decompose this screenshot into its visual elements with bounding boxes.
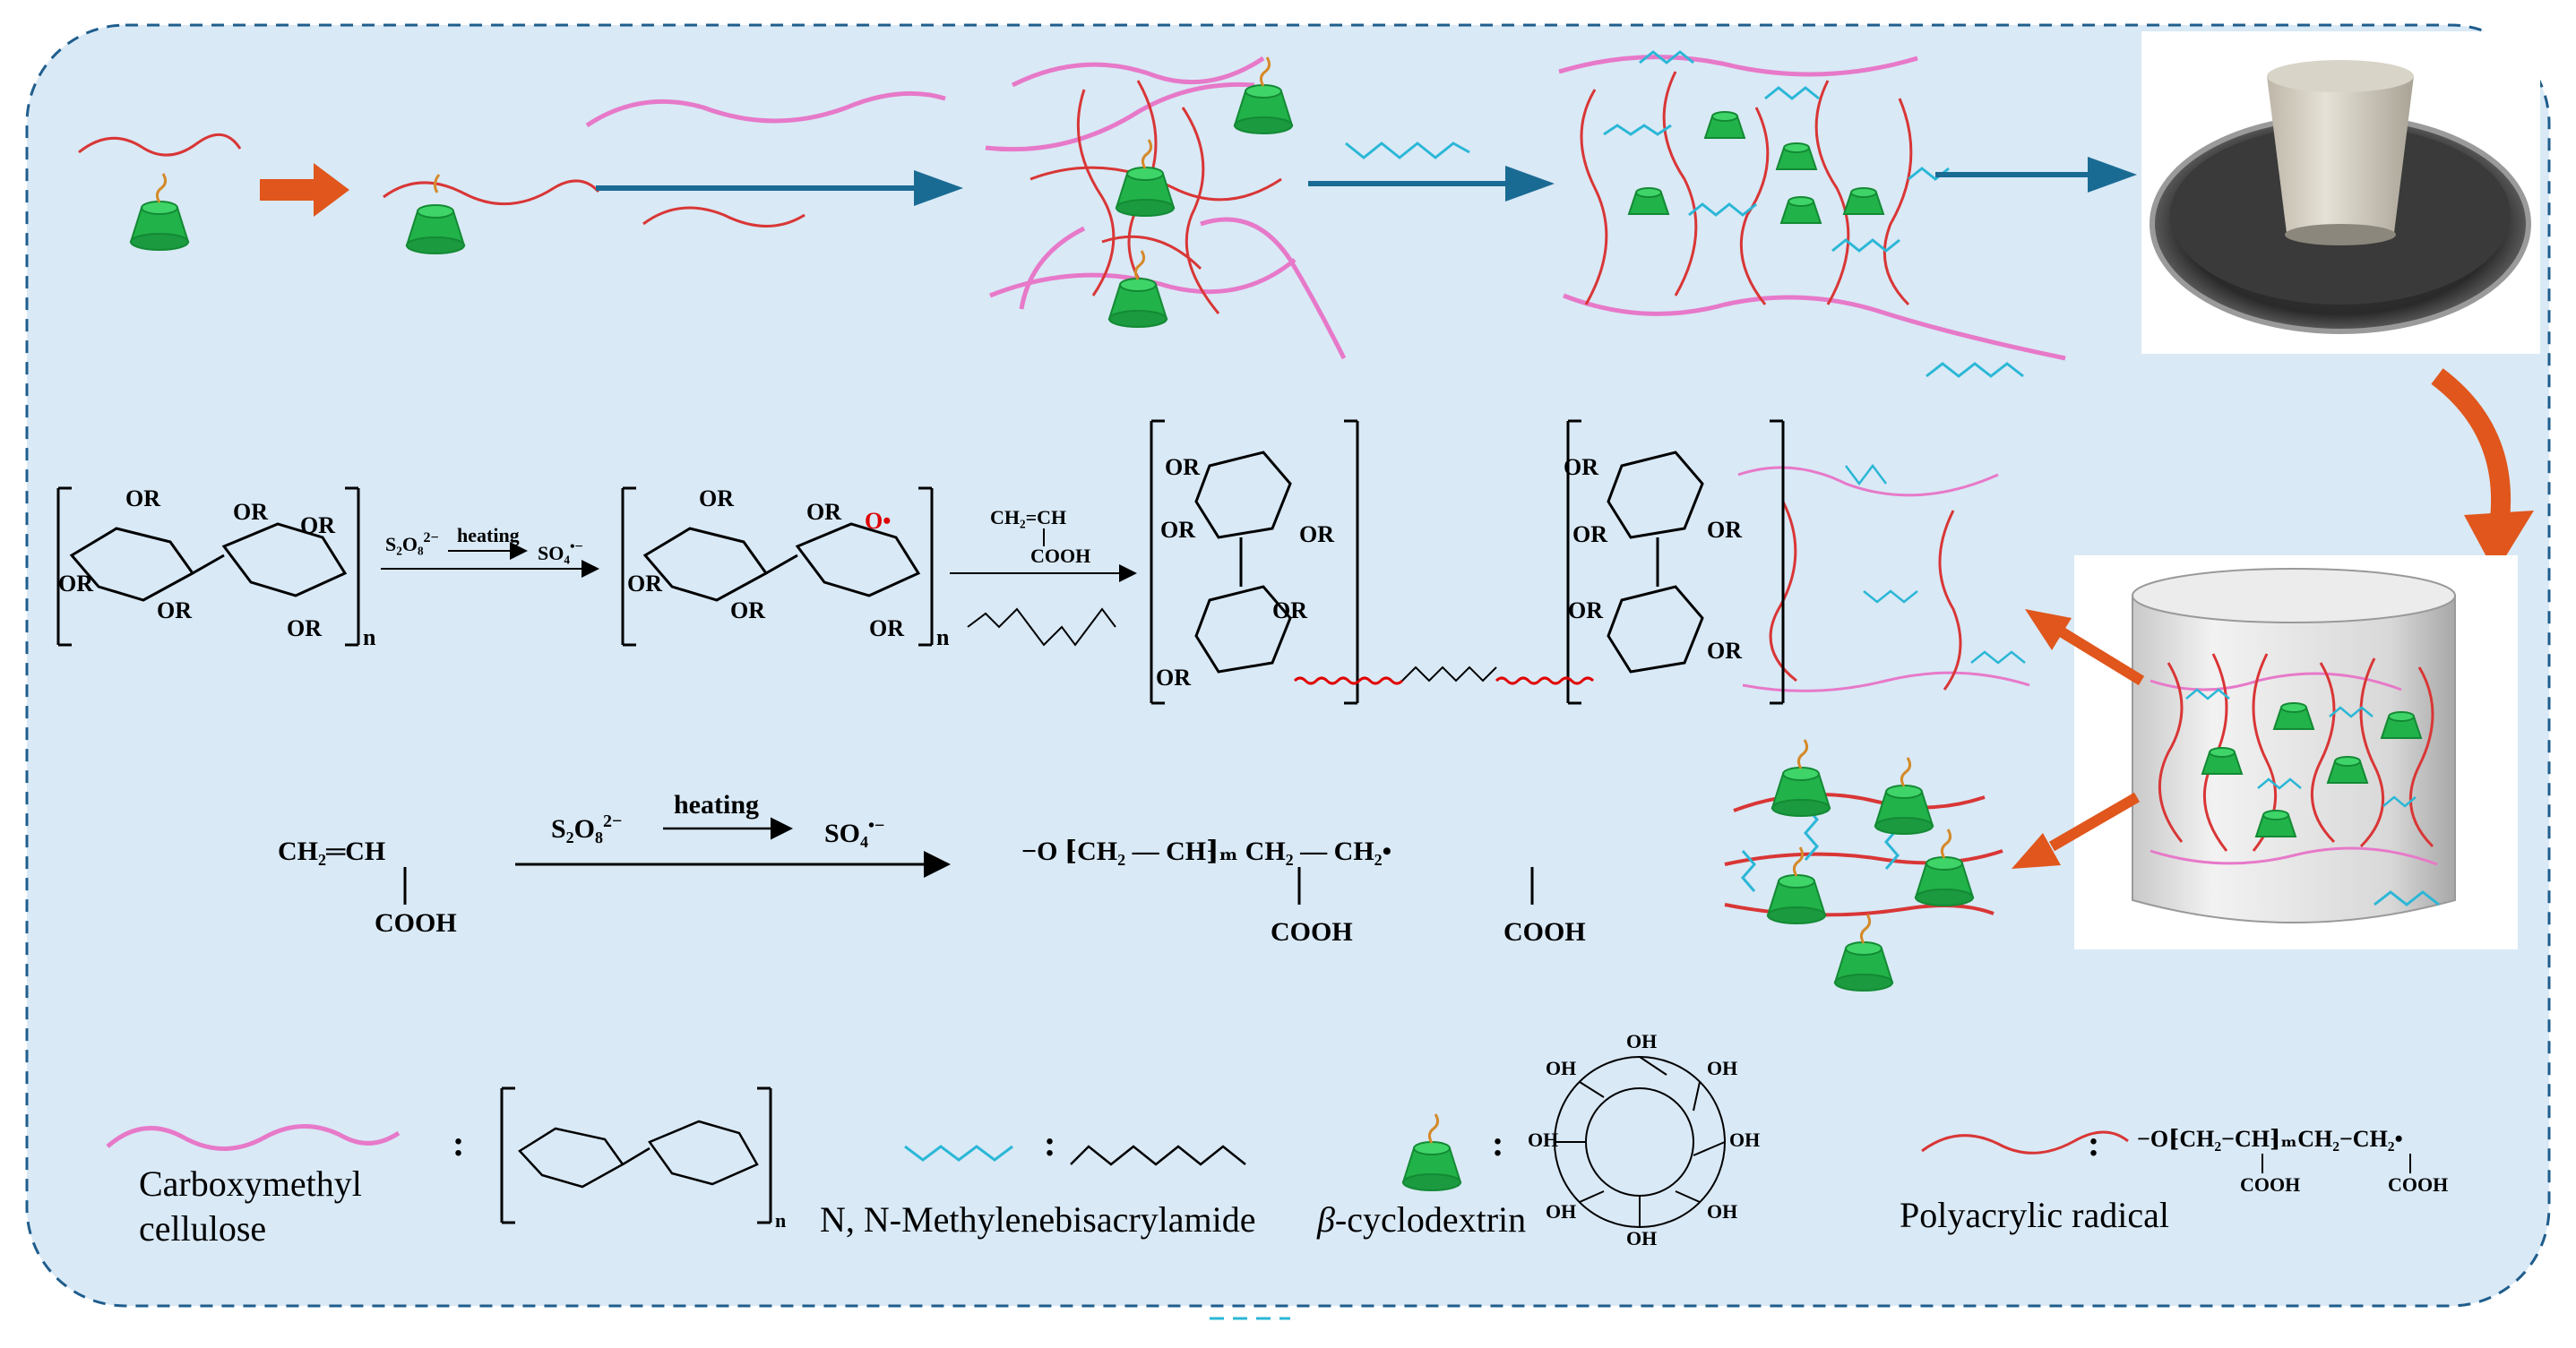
cmc-or-label: OR — [157, 597, 192, 623]
cd-oh-label: OH — [1626, 1227, 1657, 1249]
cmc-or-label: OR — [730, 597, 765, 623]
step1-starting-chain — [78, 133, 242, 250]
cmc-or-label: OR — [1572, 521, 1607, 547]
heating-label: heating — [457, 524, 520, 546]
crosslinked-cmc-structure: OR OR OR OR OR OR OR OR OR OR — [1150, 419, 1785, 705]
legend-polyacrylic-cooh-2: COOH — [2388, 1173, 2448, 1196]
product-cooh-1: COOH — [1271, 917, 1353, 947]
polyacrylic-product-formula: −O ⁅CH₂ — CH⁆ₘ CH₂ — CH₂• — [1021, 837, 1391, 866]
crosslinker-zigzag-icon — [1345, 142, 1470, 159]
legend-separator: : — [2088, 1123, 2099, 1163]
polyacrylic-chain-icon — [1921, 1130, 2129, 1155]
panel-background — [25, 23, 2551, 1308]
legend-separator: : — [1492, 1123, 1503, 1163]
cd-oh-label: OH — [1546, 1200, 1576, 1223]
cmc-or-label: OR — [699, 485, 734, 511]
hydrogel-photo — [2141, 31, 2540, 354]
initiator2-label: S₂O₈ — [551, 814, 603, 844]
cmc-or-label: OR — [627, 571, 662, 597]
product-cooh-2: COOH — [1503, 917, 1586, 947]
reaction2-arrow-group: S₂O₈2− heating SO₄•− — [515, 790, 951, 878]
cmc-or-label: OR — [1707, 638, 1742, 664]
legend-polyacrylic-cooh-1: COOH — [2240, 1173, 2300, 1196]
radical-oxygen: O• — [865, 508, 891, 534]
monomer-label: CH₂=CH — [990, 506, 1066, 528]
repeat-n: n — [363, 624, 376, 650]
cmc-or-label: OR — [58, 571, 93, 597]
cd-oh-label: OH — [1528, 1129, 1558, 1151]
cmc-or-label: OR — [1165, 454, 1200, 480]
orange-arrow-up — [2057, 626, 2145, 686]
cd-oh-label: OH — [1626, 1030, 1657, 1052]
step2-grafted-chain — [383, 174, 600, 254]
cmc-or-label: OR — [1272, 597, 1307, 623]
cmc-or-label: OR — [1160, 517, 1195, 543]
cmc-or-label: OR — [300, 512, 335, 538]
acrylic-monomer-label: CH₂═CH — [278, 837, 385, 866]
legend-cmc-label-1: Carboxymethyl — [139, 1163, 362, 1204]
legend-cmc: Carboxymethyl cellulose : n — [106, 1086, 786, 1249]
legend-cd-suffix: -cyclodextrin — [1335, 1199, 1526, 1240]
cmc-chain-icon — [106, 1124, 401, 1151]
cmc-or-label: OR — [1156, 665, 1191, 691]
cmc-or-label: OR — [287, 615, 322, 641]
cmc-or-label: OR — [233, 499, 268, 525]
detached-network — [1737, 463, 2030, 692]
initiator-charge: 2− — [424, 530, 439, 545]
legend-polyacrylic: Polyacrylic radical : −O⁅CH₂−CH⁆ₘCH₂−CH₂… — [1900, 1123, 2448, 1235]
radical2-label: SO₄ — [824, 819, 868, 848]
cmc-or-label: OR — [1564, 454, 1598, 480]
legend-crosslinker: : N, N-Methylenebisacrylamide — [820, 1123, 1256, 1240]
acrylic-cooh-label: COOH — [375, 908, 457, 938]
svg-text:S₂O₈2−: S₂O₈2− — [551, 811, 622, 844]
cylinder-container — [2074, 555, 2518, 949]
heating2-label: heating — [674, 790, 759, 820]
cmc-or-label: OR — [125, 485, 160, 511]
cd-oh-label: OH — [1729, 1129, 1760, 1151]
cmc-or-label: OR — [1707, 517, 1742, 543]
repeat-n: n — [775, 1209, 786, 1232]
reaction1-arrow-group: S₂O₈2− heating SO₄•− — [381, 524, 599, 578]
cmc-or-label: OR — [869, 615, 904, 641]
legend-crosslinker-label: N, N-Methylenebisacrylamide — [820, 1199, 1256, 1240]
svg-text:SO₄•−: SO₄•− — [538, 539, 583, 564]
cd-oh-label: OH — [1707, 1057, 1737, 1079]
svg-text:β-cyclodextrin: β-cyclodextrin — [1316, 1199, 1526, 1240]
cmc-and-pa-chains — [585, 90, 946, 228]
legend-polyacrylic-formula: −O⁅CH₂−CH⁆ₘCH₂−CH₂• — [2137, 1126, 2403, 1152]
legend-polyacrylic-label: Polyacrylic radical — [1900, 1195, 2169, 1235]
legend-cmc-label-2: cellulose — [139, 1208, 266, 1249]
mixture-network — [985, 57, 1347, 360]
radical-charge: •− — [570, 539, 583, 554]
orange-arrow-down — [2048, 792, 2141, 852]
polyacrylic-product: −O ⁅CH₂ — CH⁆ₘ CH₂ — CH₂• COOH COOH — [1021, 837, 1586, 947]
cd-oh-label: OH — [1707, 1200, 1737, 1223]
legend-cd-prefix: β — [1316, 1199, 1335, 1240]
cmc-structure-reactant: OR OR OR OR OR OR n — [56, 485, 376, 650]
monomer-cooh: COOH — [1030, 545, 1090, 567]
legend-separator: : — [1044, 1123, 1055, 1163]
orange-curved-arrow — [2431, 368, 2511, 521]
reaction1-arrow2-group: CH₂=CH COOH — [950, 506, 1137, 647]
initiator-label: S₂O₈ — [385, 533, 424, 555]
orange-arrow-1 — [260, 163, 349, 217]
cmc-or-label: OR — [806, 499, 841, 525]
radical2-charge: •− — [868, 816, 884, 836]
strands-with-cyclodextrin — [1724, 740, 2003, 991]
cd-oh-label: OH — [1546, 1057, 1576, 1079]
svg-text:S₂O₈2−: S₂O₈2− — [385, 530, 439, 555]
svg-text:SO₄•−: SO₄•− — [824, 816, 884, 848]
acrylic-acid-monomer: CH₂═CH COOH — [278, 837, 457, 938]
legend-cyclodextrin: : β-cyclodextrin OH OH OH OH OH OH OH OH — [1316, 1030, 1760, 1249]
initiator2-charge: 2− — [603, 811, 622, 831]
cmc-or-label: OR — [1299, 521, 1334, 547]
legend-separator: : — [452, 1123, 464, 1163]
crosslinked-network — [1558, 50, 2066, 378]
crosslinker-zigzag-legend-icon — [904, 1145, 1013, 1162]
cmc-or-label: OR — [1568, 597, 1603, 623]
repeat-n: n — [936, 624, 950, 650]
radical-label: SO₄ — [538, 542, 570, 564]
cmc-radical-structure: OR OR OR OR OR O• n — [621, 485, 950, 650]
